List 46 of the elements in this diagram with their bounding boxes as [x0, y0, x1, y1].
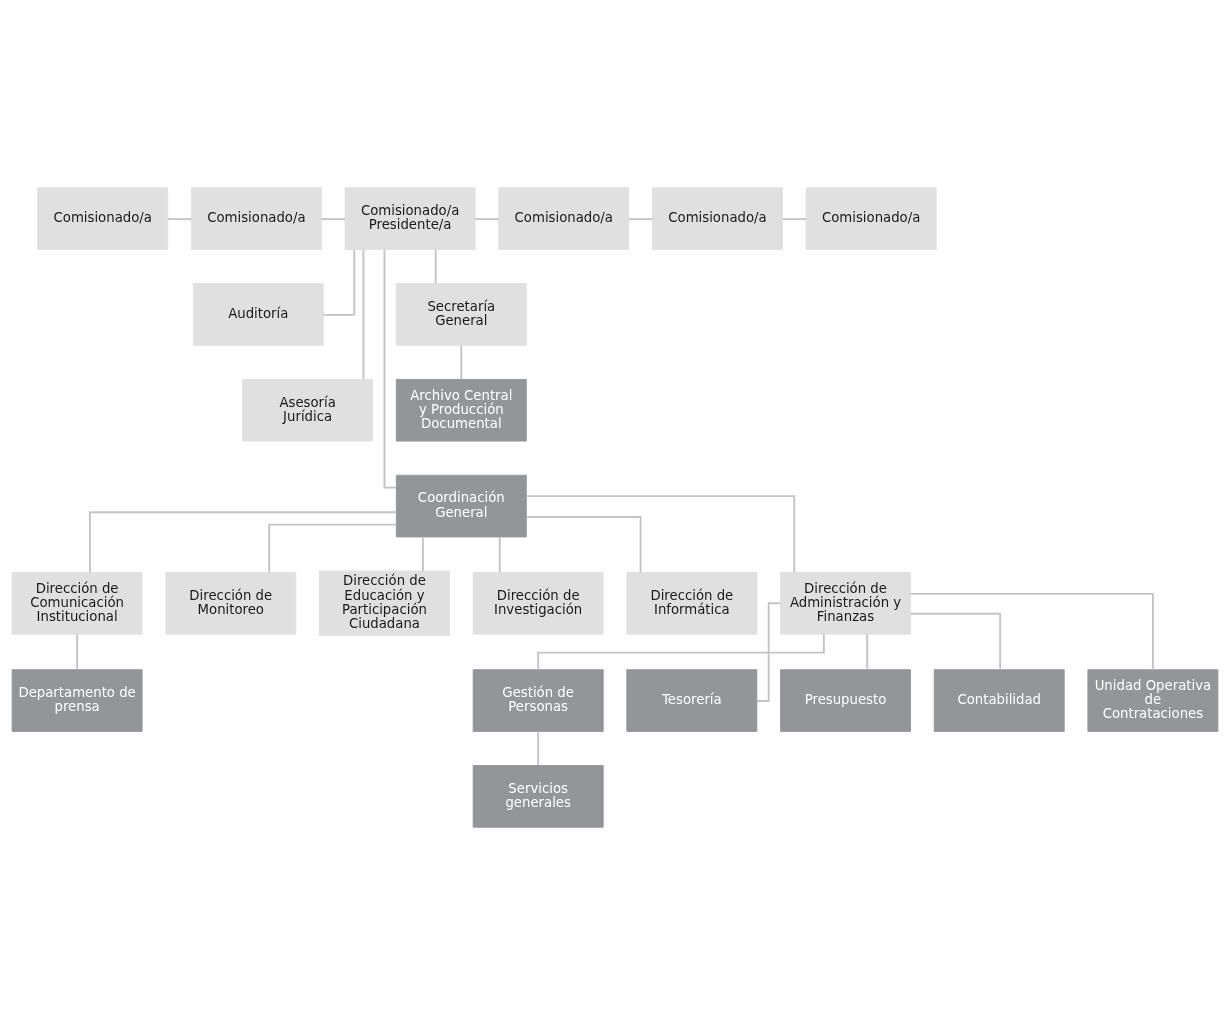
node-box: Dirección de Comunicación Institucional — [11, 571, 143, 635]
node-box: Comisionado/a — [190, 186, 322, 250]
node-box: Servicios generales — [472, 764, 604, 828]
connector — [909, 612, 1002, 671]
connector — [268, 523, 398, 573]
node-box: Comisionado/a — [498, 186, 630, 250]
connector — [434, 248, 437, 284]
node-box: Departamento de prensa — [11, 668, 143, 732]
connector — [166, 217, 193, 220]
node-box: Contabilidad — [933, 668, 1065, 732]
connector — [525, 494, 796, 573]
node-box: Archivo Central y Producción Documental — [395, 378, 527, 442]
node-box: Secretaría General — [395, 282, 527, 346]
connector — [909, 592, 1154, 671]
node-box: Comisionado/a Presidente/a — [344, 186, 476, 250]
node-box: Gestión de Personas — [472, 668, 604, 732]
connector — [781, 217, 808, 220]
node-box: Unidad Operativa de Contrataciones — [1087, 668, 1219, 732]
node-box: Tesorería — [626, 668, 758, 732]
node-box: Dirección de Informática — [626, 571, 758, 635]
connector — [362, 248, 365, 380]
node-box: Auditoría — [192, 282, 324, 346]
connector — [421, 535, 424, 572]
connector — [525, 515, 642, 573]
connector — [866, 632, 869, 670]
node-box: Coordinación General — [395, 474, 527, 537]
connector — [537, 729, 540, 766]
node-box: Asesoría Jurídica — [242, 378, 374, 442]
node-box: Comisionado/a — [37, 186, 169, 250]
connector — [474, 217, 500, 220]
node-box: Dirección de Investigación — [472, 571, 604, 635]
connector — [628, 217, 654, 220]
connector — [76, 632, 79, 670]
node-box: Comisionado/a — [805, 186, 937, 250]
connector — [383, 248, 398, 489]
connector — [498, 535, 501, 573]
node-box: Comisionado/a — [652, 186, 783, 250]
connector — [88, 510, 398, 573]
connector — [322, 248, 356, 316]
node-box: Dirección de Educación y Participación Ciudadana — [319, 570, 450, 636]
connector — [756, 601, 782, 702]
node-box: Presupuesto — [780, 668, 911, 732]
node-box: Dirección de Monitoreo — [165, 571, 297, 635]
node-box: Dirección de Administración y Finanzas — [780, 571, 911, 635]
connector — [460, 343, 463, 380]
connector — [320, 217, 346, 220]
